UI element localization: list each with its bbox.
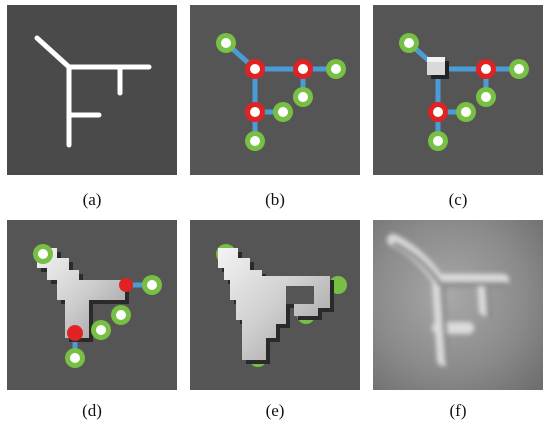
panel-e-terrain-blocks: [190, 220, 360, 390]
caption-d: (d): [82, 401, 102, 420]
caption-e: (e): [265, 401, 285, 420]
panel-a-sketch: [7, 5, 177, 175]
graph-junction-node: [119, 278, 133, 292]
caption-b: (b): [265, 190, 285, 209]
graph-junction-node: [67, 325, 83, 341]
panel-f-final-terrain: [373, 220, 543, 390]
terrain-block: [427, 57, 449, 79]
panel-c-graph-block: [373, 5, 543, 175]
graph-image: [190, 5, 360, 175]
panel-b-graph: [190, 5, 360, 175]
graph-nodes: [399, 33, 529, 151]
terrain-blocks: [37, 248, 129, 342]
caption-f: (f): [449, 401, 467, 420]
panel-d-partial-terrain: [7, 220, 177, 390]
sketch-strokes: [34, 35, 152, 148]
graph-image: [373, 5, 543, 175]
terrain-image: [190, 220, 360, 390]
final-terrain-image: [373, 220, 543, 390]
terrain-graph-image: [7, 220, 177, 390]
panel-background: [190, 5, 360, 175]
caption-c: (c): [448, 190, 468, 209]
terrain-ridges: [387, 234, 509, 366]
caption-a: (a): [82, 190, 102, 209]
terrain-blocks: [218, 248, 334, 364]
panel-background: [373, 5, 543, 175]
sketch-image: [7, 5, 177, 175]
graph-nodes: [33, 244, 162, 368]
graph-nodes: [216, 33, 346, 151]
panel-background: [7, 5, 177, 175]
